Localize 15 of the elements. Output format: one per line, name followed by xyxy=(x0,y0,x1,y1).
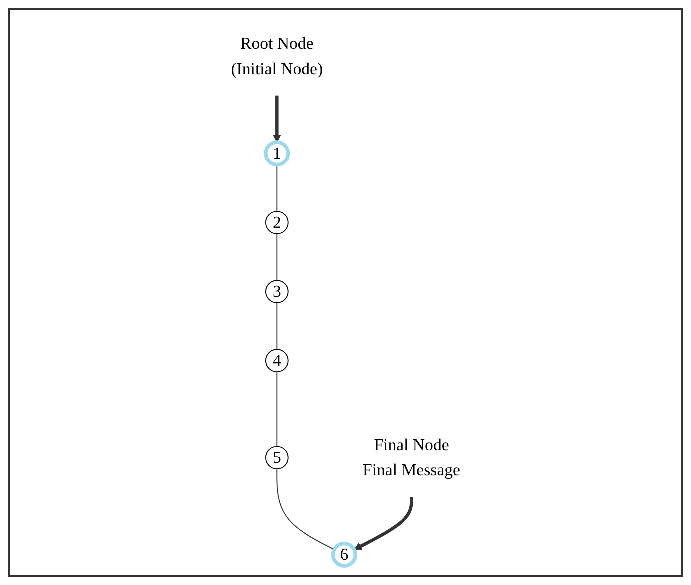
arrow xyxy=(272,96,281,143)
connector xyxy=(276,164,278,212)
arrow xyxy=(354,497,414,550)
node-text: Root Node (Initial Node) xyxy=(230,34,323,78)
node-circle: 4 xyxy=(265,349,288,373)
node-circle: 2 xyxy=(265,211,288,234)
node-text: Final Node Final Message xyxy=(362,436,460,480)
connector xyxy=(276,233,278,282)
node-circle: 3 xyxy=(265,280,288,304)
node-circle: 1 xyxy=(264,140,290,167)
connector xyxy=(276,372,278,448)
connector xyxy=(276,468,335,550)
node-circle: 6 xyxy=(331,542,358,568)
connector xyxy=(276,302,278,350)
node-circle: 5 xyxy=(265,446,288,470)
